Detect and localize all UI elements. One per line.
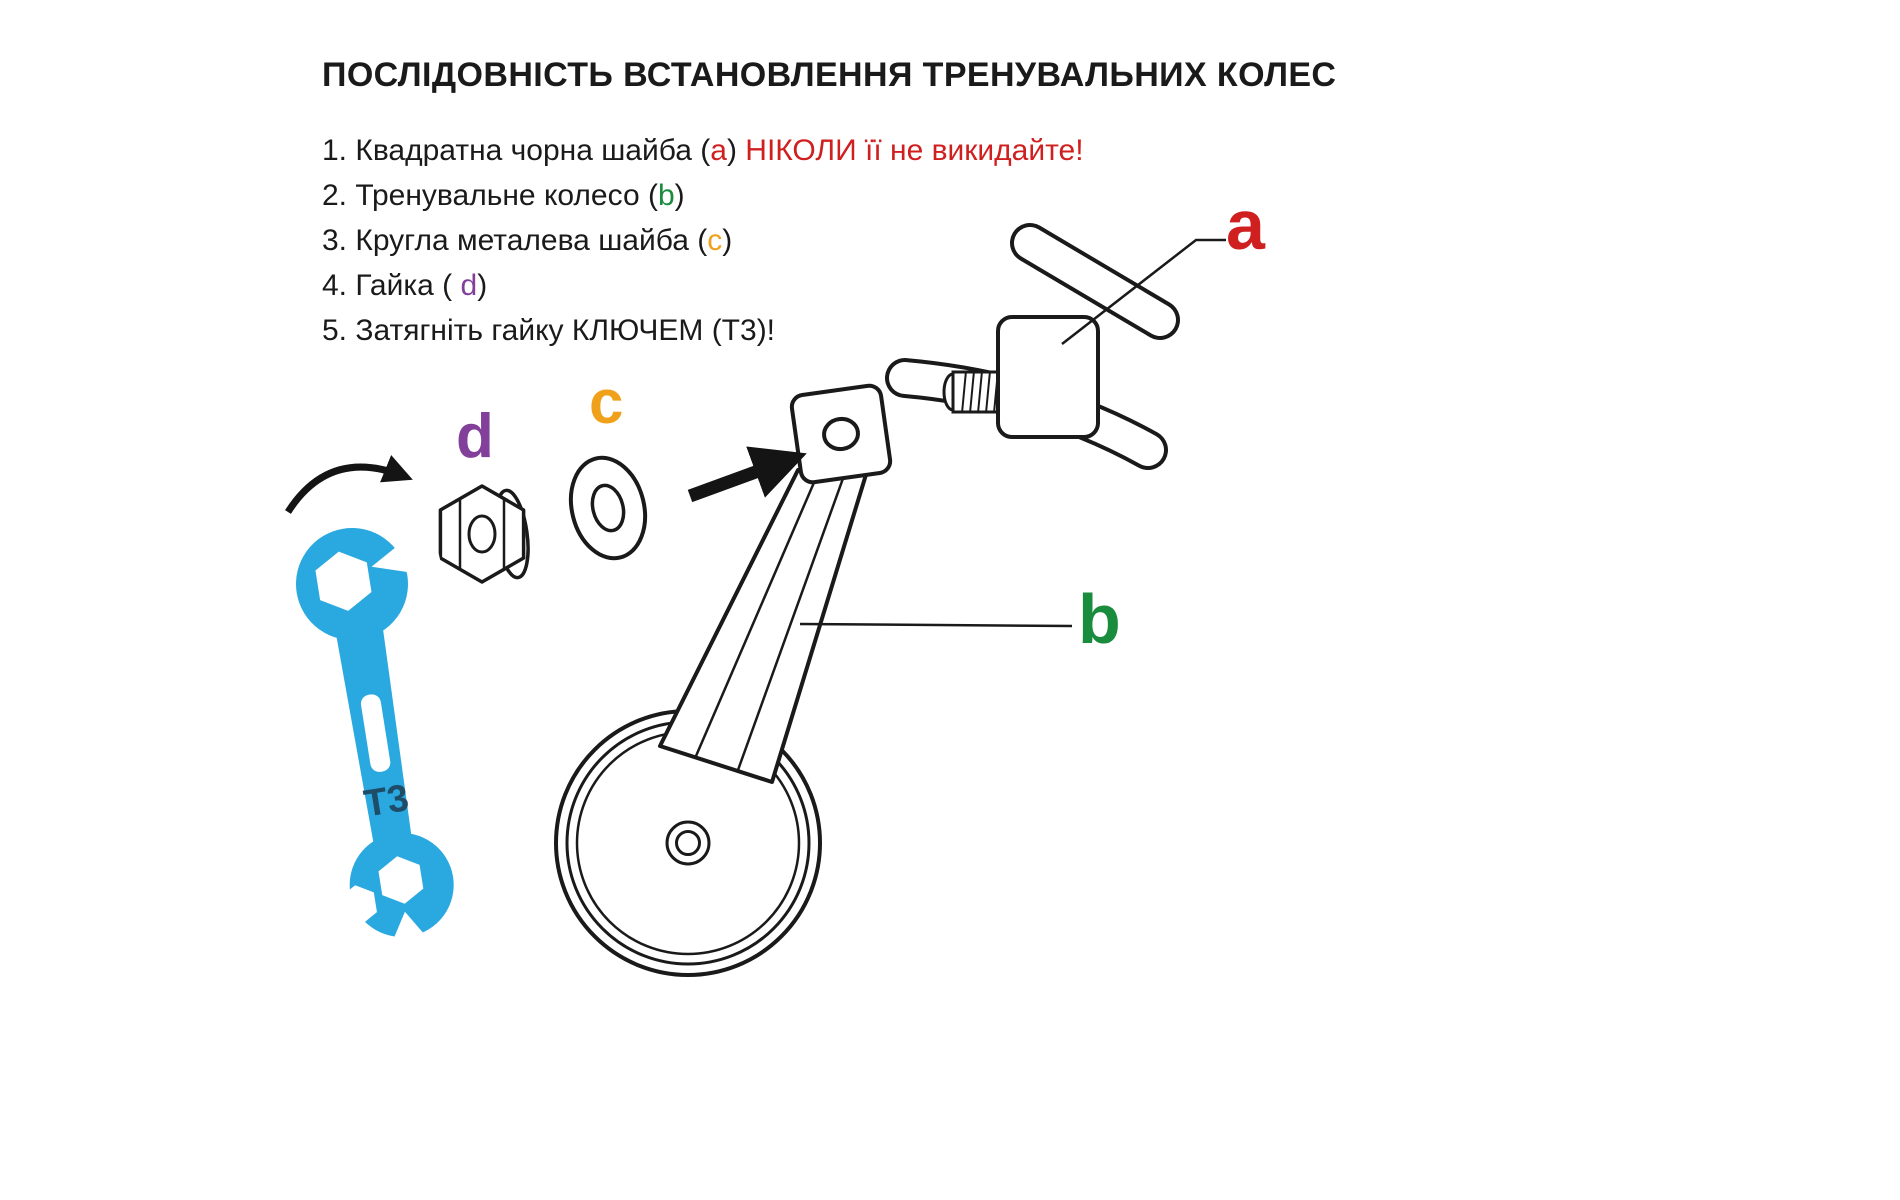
leader-line-a: [1061, 238, 1226, 345]
bolt-illustration: [942, 370, 1007, 414]
step-1-ref-letter-a: a: [710, 134, 727, 167]
wrench-t3: Т3: [296, 518, 454, 958]
step-1-text: 1. Квадратна чорна шайба (: [322, 134, 711, 167]
wrench-t3-label: Т3: [361, 777, 411, 825]
step-5-text: 5. Затягніть гайку КЛЮЧЕМ (Т3)!: [322, 314, 776, 347]
step-2-text: 2. Тренувальне колесо (: [322, 179, 658, 212]
curved-arrow: [285, 455, 413, 514]
step-4: 4. Гайка ( d): [322, 263, 1084, 308]
round-washer-c: [568, 455, 648, 561]
step-5: 5. Затягніть гайку КЛЮЧЕМ (Т3)!: [322, 308, 1084, 353]
step-3-text: 3. Кругла металева шайба (: [322, 224, 708, 257]
square-washer-a: [996, 315, 1100, 439]
step-2-close: ): [674, 179, 685, 212]
step-3: 3. Кругла металева шайба (c): [322, 218, 1084, 263]
bracket-hole: [822, 416, 860, 452]
step-1-close: ): [726, 134, 746, 167]
instruction-list: 1. Квадратна чорна шайба (a) НІКОЛИ її н…: [322, 128, 1084, 353]
diagram-label-b: b: [1078, 580, 1121, 658]
leader-line-b: [799, 622, 1073, 628]
step-4-ref-letter-d: d: [460, 269, 478, 302]
diagram-label-c: c: [589, 368, 624, 437]
diagram-label-d: d: [456, 402, 494, 471]
insert-arrow: [687, 446, 807, 503]
step-4-text: 4. Гайка (: [322, 269, 461, 302]
page-title: ПОСЛІДОВНІСТЬ ВСТАНОВЛЕННЯ ТРЕНУВАЛЬНИХ …: [322, 56, 1337, 94]
step-4-close: ): [477, 269, 488, 302]
step-2: 2. Тренувальне колесо (b): [322, 173, 1084, 218]
step-2-ref-letter-b: b: [657, 179, 675, 212]
step-3-close: ): [722, 224, 733, 257]
nut-d: [438, 484, 530, 584]
step-3-ref-letter-c: c: [707, 224, 723, 257]
bracket-arm: [658, 453, 874, 784]
bracket-plate: [789, 383, 893, 485]
step-1: 1. Квадратна чорна шайба (a) НІКОЛИ її н…: [322, 128, 1084, 173]
step-1-warning: НІКОЛИ її не викидайте!: [745, 134, 1084, 167]
diagram-label-a: a: [1226, 186, 1265, 264]
